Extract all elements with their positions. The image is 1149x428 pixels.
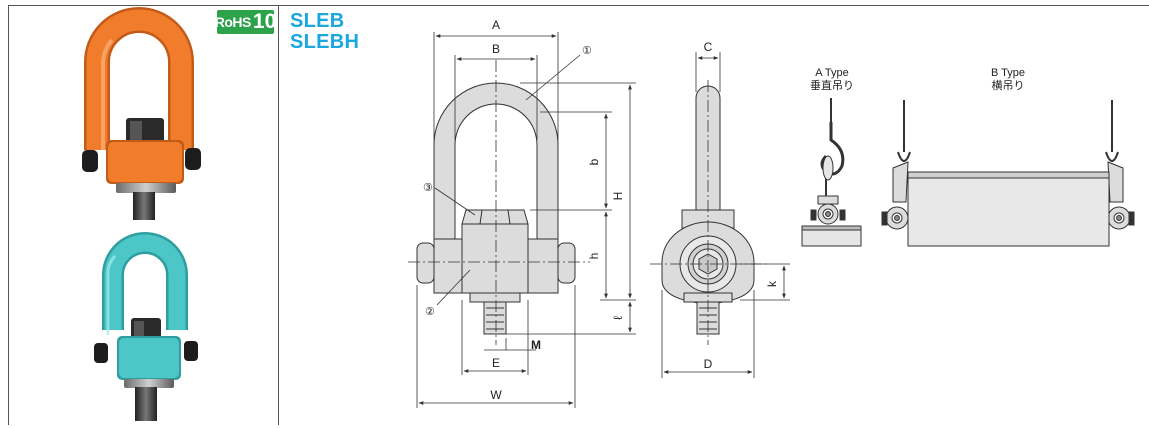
front-dimension-labels: A B H b h ℓ E W M ① ③ ②: [423, 18, 625, 402]
side-view-drawing: [661, 85, 755, 335]
model-name-sleb: SLEB: [290, 10, 345, 32]
rohs-text: RoHS: [214, 14, 252, 30]
b-type-horizontal-lift-illustration: [881, 100, 1135, 247]
dim-label-b-lower: b: [587, 158, 601, 165]
rohs-badge: RoHS 10: [214, 10, 277, 34]
rohs-number: 10: [252, 10, 277, 33]
side-center-lines: [650, 80, 768, 345]
dim-label-b-upper: B: [492, 42, 500, 56]
front-view-drawing: [416, 82, 576, 335]
photo-panel: [8, 5, 279, 425]
dim-label-l: ℓ: [611, 316, 625, 320]
dim-label-d: D: [704, 357, 713, 371]
a-type-vertical-lift-illustration: [801, 98, 862, 247]
dim-label-w: W: [490, 388, 502, 402]
dim-label-m: M: [531, 338, 541, 352]
b-type-subtitle: 横吊り: [992, 78, 1025, 92]
dim-label-e: E: [492, 356, 500, 370]
part-label-3: ③: [423, 182, 433, 194]
a-type-title: A Type: [815, 67, 848, 79]
figure-frame: [8, 5, 1149, 425]
front-dimension-lines: [416, 32, 636, 408]
dim-label-a: A: [492, 18, 500, 32]
front-center-lines: [408, 60, 590, 345]
side-dimension-labels: C D k: [704, 40, 779, 371]
photo-cyan-swivel-hoist-ring: [94, 232, 198, 421]
dim-label-c: C: [704, 40, 713, 54]
model-name-slebh: SLEBH: [290, 31, 360, 53]
dim-label-h-lower: h: [587, 253, 601, 260]
a-type-subtitle: 垂直吊り: [810, 78, 854, 92]
b-type-labels: B Type 横吊り: [991, 67, 1025, 92]
photo-orange-swivel-hoist-ring: [82, 7, 201, 220]
part-label-1: ①: [582, 45, 592, 57]
dim-label-k: k: [765, 280, 779, 287]
b-type-title: B Type: [991, 67, 1025, 79]
side-dimension-lines: [661, 52, 790, 378]
part-label-2: ②: [425, 306, 435, 318]
dim-label-h-total: H: [611, 192, 625, 201]
a-type-labels: A Type 垂直吊り: [810, 67, 854, 92]
